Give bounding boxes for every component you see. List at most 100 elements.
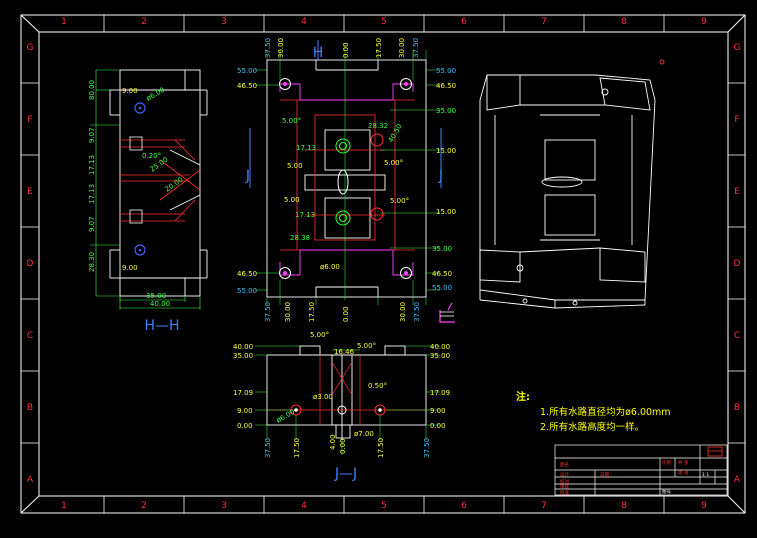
svg-text:20.00: 20.00 — [164, 176, 185, 194]
svg-text:28.38: 28.38 — [290, 234, 310, 242]
svg-text:17.50: 17.50 — [375, 38, 383, 58]
svg-text:55.00: 55.00 — [432, 284, 452, 292]
svg-text:设计: 设计 — [560, 471, 569, 478]
svg-text:5.00°: 5.00° — [390, 197, 409, 205]
svg-text:批准: 批准 — [560, 489, 569, 496]
svg-text:37.50: 37.50 — [423, 438, 431, 458]
grid-row-right: B — [734, 403, 740, 413]
svg-text:0.00: 0.00 — [430, 422, 446, 430]
notes-line-2: 2.所有水路高度均一样。 — [540, 421, 644, 433]
grid-col-top: 5 — [381, 17, 387, 27]
svg-text:30.00: 30.00 — [284, 302, 292, 322]
grid-col-top: 2 — [141, 17, 147, 27]
svg-text:30.00: 30.00 — [399, 302, 407, 322]
svg-text:15.00: 15.00 — [436, 208, 456, 216]
svg-text:17.13: 17.13 — [295, 211, 315, 219]
grid-row-right: D — [734, 259, 741, 269]
axis-icon — [439, 302, 455, 323]
svg-text:40.00: 40.00 — [233, 343, 253, 351]
svg-text:5.00°: 5.00° — [384, 159, 403, 167]
svg-text:5.00: 5.00 — [284, 196, 300, 204]
grid-col-top: 6 — [461, 17, 467, 27]
svg-text:28.30: 28.30 — [88, 252, 96, 272]
grid-col-top: 8 — [621, 17, 627, 27]
svg-text:40.00: 40.00 — [430, 343, 450, 351]
svg-text:9.07: 9.07 — [88, 216, 96, 232]
grid-row-left: F — [27, 115, 32, 125]
grid-col-top: 7 — [541, 17, 547, 27]
svg-text:图号: 图号 — [662, 489, 671, 495]
svg-text:55.00: 55.00 — [237, 67, 257, 75]
grid-col-bottom: 9 — [701, 501, 707, 511]
svg-text:17.50: 17.50 — [308, 302, 316, 322]
grid-ticks — [21, 15, 745, 513]
svg-text:37.50: 37.50 — [264, 438, 272, 458]
svg-text:9.00: 9.00 — [237, 407, 253, 415]
svg-text:46.50: 46.50 — [432, 270, 452, 278]
grid-col-bottom: 7 — [541, 501, 547, 511]
svg-text:5.00: 5.00 — [287, 162, 303, 170]
title-block: 图名 设计 校对 审核 批准 日期 比例 共 张 第 张 1:1 图号 — [554, 444, 728, 496]
svg-text:35.00: 35.00 — [233, 352, 253, 360]
svg-text:55.00: 55.00 — [237, 287, 257, 295]
svg-text:17.13: 17.13 — [88, 184, 96, 204]
grid-col-bottom: 6 — [461, 501, 467, 511]
svg-text:37.50: 37.50 — [264, 302, 272, 322]
isometric-view — [479, 59, 665, 309]
grid-row-left: G — [27, 43, 34, 53]
svg-text:46.50: 46.50 — [436, 82, 456, 90]
grid-row-right: A — [734, 475, 741, 485]
grid-row-right: E — [734, 187, 740, 197]
view-label-jj: J—J — [334, 466, 357, 482]
svg-text:30.00: 30.00 — [398, 38, 406, 58]
svg-text:35.00: 35.00 — [146, 292, 166, 300]
grid-col-bottom: 5 — [381, 501, 387, 511]
svg-text:17.50: 17.50 — [293, 438, 301, 458]
svg-text:5.00°: 5.00° — [357, 342, 376, 350]
svg-text:ø6.00: ø6.00 — [320, 263, 340, 271]
grid-labels: 1 2 3 4 5 6 7 8 9 1 2 3 4 5 6 7 8 9 G F … — [27, 17, 741, 511]
svg-text:比例: 比例 — [662, 459, 671, 466]
svg-text:30.00: 30.00 — [277, 38, 285, 58]
svg-text:9.00: 9.00 — [430, 407, 446, 415]
grid-col-bottom: 1 — [61, 501, 67, 511]
drawing-frame — [20, 14, 746, 514]
side-view-hh: 9.00 ø6.00 80.00 9.07 17.13 0.20° 9.07 2… — [88, 69, 208, 334]
notes-line-1: 1.所有水路直径均为ø6.00mm — [540, 406, 671, 418]
svg-text:46.50: 46.50 — [237, 82, 257, 90]
grid-col-bottom: 2 — [141, 501, 147, 511]
svg-text:ø6.00: ø6.00 — [145, 86, 166, 103]
svg-text:校对: 校对 — [560, 478, 569, 485]
svg-text:1:1: 1:1 — [702, 472, 709, 478]
grid-col-top: 3 — [221, 17, 227, 27]
view-label-hh: H—H — [144, 318, 179, 334]
svg-text:第 张: 第 张 — [678, 469, 689, 476]
top-view: 37.50 30.00 0.00 17.50 30.00 37.50 55.00… — [237, 38, 456, 323]
svg-text:审核: 审核 — [560, 483, 569, 490]
svg-text:0.50°: 0.50° — [368, 382, 387, 390]
svg-text:55.00: 55.00 — [436, 67, 456, 75]
svg-text:35.00: 35.00 — [432, 245, 452, 253]
front-view-jj: 40.00 35.00 17.09 9.00 0.00 40.00 35.00 … — [233, 331, 450, 482]
svg-text:17.50: 17.50 — [377, 438, 385, 458]
svg-text:16.46: 16.46 — [334, 348, 355, 356]
company-logo — [707, 446, 723, 457]
grid-col-bottom: 4 — [301, 501, 307, 511]
grid-col-bottom: 3 — [221, 501, 227, 511]
svg-text:0.00: 0.00 — [342, 306, 350, 322]
svg-text:17.13: 17.13 — [88, 155, 96, 175]
svg-text:37.50: 37.50 — [412, 38, 420, 58]
grid-row-left: C — [27, 331, 33, 341]
svg-text:17.13: 17.13 — [296, 144, 316, 152]
svg-text:9.07: 9.07 — [88, 127, 96, 143]
grid-row-left: D — [27, 259, 34, 269]
svg-text:9.00: 9.00 — [122, 264, 138, 272]
grid-row-left: A — [27, 475, 34, 485]
svg-text:5.00°: 5.00° — [310, 331, 329, 339]
svg-text:共 张: 共 张 — [678, 459, 689, 466]
svg-text:40.00: 40.00 — [150, 300, 170, 308]
svg-text:9.00: 9.00 — [122, 87, 138, 95]
grid-col-top: 9 — [701, 17, 707, 27]
grid-row-left: B — [27, 403, 33, 413]
grid-row-right: F — [734, 115, 739, 125]
